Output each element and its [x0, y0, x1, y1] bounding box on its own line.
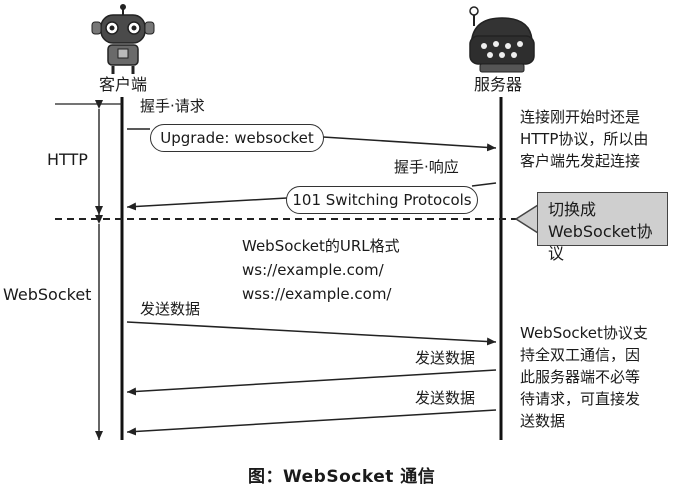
handshake-response-label: 握手·响应: [394, 158, 459, 176]
url-format-ws: ws://example.com/: [242, 261, 384, 279]
ws-note-line: 持全双工通信，因: [520, 346, 641, 364]
switch-note-line: 切换成: [548, 200, 597, 219]
ws-note-line: 此服务器端不必等: [520, 368, 641, 386]
switch-note-line: WebSocket协议: [548, 222, 653, 263]
switching-protocols-message: 101 Switching Protocols: [286, 186, 478, 214]
send-data-client-label: 发送数据: [140, 300, 201, 318]
ws-note-line: 送数据: [520, 412, 566, 430]
http-note: 连接刚开始时还是 HTTP协议，所以由 客户端先发起连接: [520, 106, 648, 172]
ws-note-line: 待请求，可直接发: [520, 390, 641, 408]
send-data-server-label-2: 发送数据: [415, 389, 476, 407]
figure-caption: 图：WebSocket 通信: [248, 467, 436, 487]
http-note-line: 客户端先发起连接: [520, 152, 641, 170]
websocket-phase-label: WebSocket: [3, 285, 92, 304]
url-format-title: WebSocket的URL格式: [242, 237, 400, 255]
http-phase-label: HTTP: [47, 150, 88, 169]
send-data-server-label-1: 发送数据: [415, 349, 476, 367]
websocket-note: WebSocket协议支 持全双工通信，因 此服务器端不必等 待请求，可直接发 …: [520, 322, 648, 432]
server-label: 服务器: [474, 75, 523, 94]
server-robot-icon: [469, 6, 535, 73]
client-label: 客户端: [99, 75, 148, 94]
client-robot-icon: [91, 4, 155, 74]
ws-note-line: WebSocket协议支: [520, 324, 648, 342]
upgrade-message: Upgrade: websocket: [150, 124, 324, 152]
handshake-request-label: 握手·请求: [140, 97, 205, 115]
http-note-line: 连接刚开始时还是: [520, 108, 641, 126]
http-note-line: HTTP协议，所以由: [520, 130, 649, 148]
switch-protocol-callout: 切换成 WebSocket协议: [537, 192, 668, 263]
url-format-wss: wss://example.com/: [242, 285, 392, 303]
